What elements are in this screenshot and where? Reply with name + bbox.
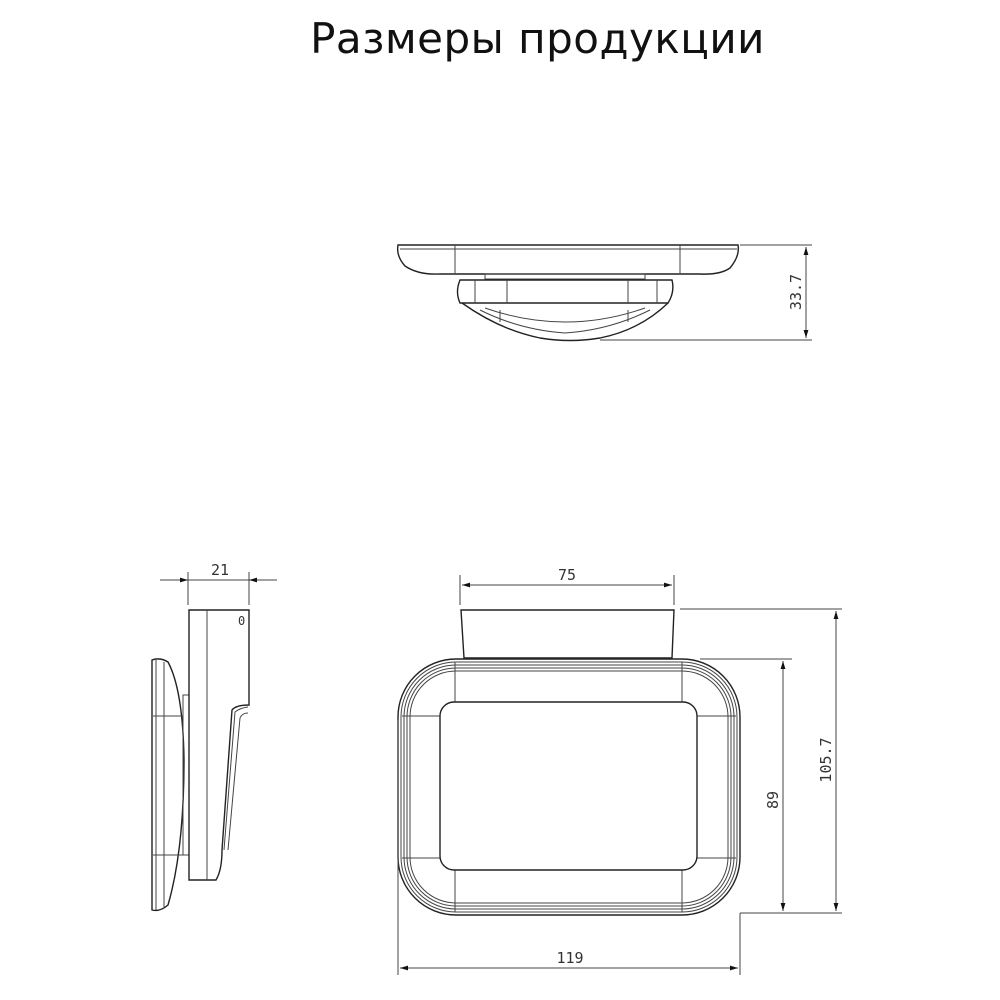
dim-side-width: 21 (211, 561, 229, 579)
dim-front-total-width: 119 (556, 949, 583, 967)
dim-top-view-height: 33.7 (787, 274, 805, 310)
top-view: 33.7 (396, 244, 812, 342)
dim-front-body-height: 89 (764, 791, 782, 809)
page-title: Размеры продукции (310, 14, 765, 63)
front-view: 75 89 105.7 119 (397, 566, 842, 975)
dim-front-total-height: 105.7 (817, 737, 835, 782)
side-view-mark: 0 (238, 614, 245, 628)
side-view: 21 0 (151, 561, 277, 912)
dim-front-top-width: 75 (558, 566, 576, 584)
